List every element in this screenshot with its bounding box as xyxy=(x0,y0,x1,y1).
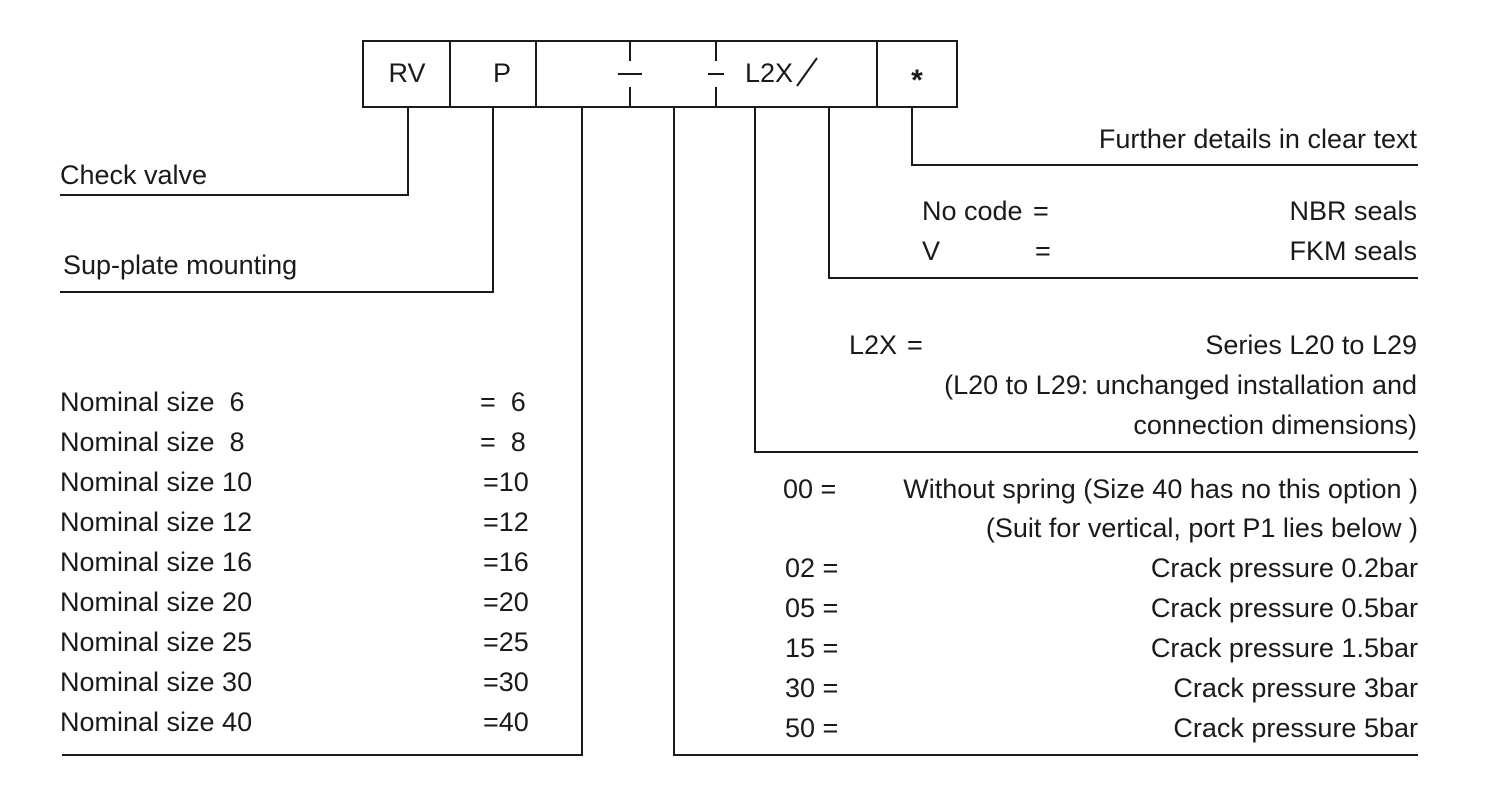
code-box-row: RV P L2X * xyxy=(362,40,958,108)
seal-eq: = xyxy=(1033,196,1049,226)
code-star: * xyxy=(911,64,923,97)
nominal-size-label: Nominal size 8 xyxy=(60,427,245,457)
nominal-size-label: Nominal size 16 xyxy=(60,547,252,577)
seal-value: FKM seals xyxy=(1289,236,1417,266)
code-box-outline xyxy=(362,40,958,108)
connector-further-details xyxy=(911,107,1418,166)
connector-series xyxy=(754,107,1418,453)
connector-lines xyxy=(60,107,1418,756)
code-rv: RV xyxy=(388,58,425,88)
nominal-size-code: = 6 xyxy=(480,387,526,417)
nominal-size-code: =10 xyxy=(483,467,529,497)
connector-check-valve xyxy=(60,107,409,196)
crack-code: 50 = xyxy=(785,713,838,743)
series-eq: = xyxy=(907,330,923,360)
check-valve-label: Check valve xyxy=(60,160,207,190)
connector-seals xyxy=(828,107,1418,279)
crack-value: Crack pressure 5bar xyxy=(1173,713,1418,743)
connector-mounting xyxy=(60,107,494,293)
connector-nominal-size xyxy=(62,107,583,756)
code-series: L2X xyxy=(745,58,793,88)
series-value: Series L20 to L29 xyxy=(1205,330,1417,360)
spring-note: (Suit for vertical, port P1 lies below ) xyxy=(986,513,1418,543)
nominal-size-label: Nominal size 12 xyxy=(60,507,252,537)
nominal-size-code: = 8 xyxy=(480,427,526,457)
seal-code: No code xyxy=(922,196,1023,226)
mounting-label: Sup-plate mounting xyxy=(63,250,297,280)
nominal-size-code: =12 xyxy=(483,507,529,537)
nominal-size-code: =16 xyxy=(483,547,529,577)
crack-value: Crack pressure 1.5bar xyxy=(1151,633,1418,663)
further-details-label: Further details in clear text xyxy=(1099,124,1418,154)
nominal-size-label: Nominal size 25 xyxy=(60,627,252,657)
seals-list: No code = NBR seals V = FKM seals xyxy=(922,196,1417,266)
nominal-size-label: Nominal size 10 xyxy=(60,467,252,497)
crack-code: 15 = xyxy=(785,633,838,663)
spring-code: 00 = xyxy=(783,474,836,504)
seal-eq: = xyxy=(1035,236,1051,266)
nominal-size-label: Nominal size 30 xyxy=(60,667,252,697)
nominal-size-code: =20 xyxy=(483,587,529,617)
series-note-line-2: connection dimensions) xyxy=(1133,410,1417,440)
nominal-size-label: Nominal size 20 xyxy=(60,587,252,617)
crack-code: 02 = xyxy=(785,553,838,583)
code-p: P xyxy=(493,58,511,88)
crack-code: 05 = xyxy=(785,593,838,623)
crack-value: Crack pressure 0.2bar xyxy=(1151,553,1418,583)
nominal-size-label: Nominal size 6 xyxy=(60,387,245,417)
seal-code: V xyxy=(922,236,940,266)
nominal-size-code: =25 xyxy=(483,627,529,657)
series-code: L2X xyxy=(849,330,897,360)
connector-spring xyxy=(673,107,1418,756)
crack-value: Crack pressure 0.5bar xyxy=(1151,593,1418,623)
nominal-size-code: =40 xyxy=(483,707,529,737)
series-block: L2X = Series L20 to L29 (L20 to L29: unc… xyxy=(849,330,1417,440)
seal-value: NBR seals xyxy=(1289,196,1417,226)
crack-code: 30 = xyxy=(785,673,838,703)
crack-value: Crack pressure 3bar xyxy=(1173,673,1418,703)
series-note-line-1: (L20 to L29: unchanged installation and xyxy=(944,370,1417,400)
nominal-size-list: Nominal size 6 = 6 Nominal size 8 = 8 No… xyxy=(60,387,529,737)
nominal-size-label: Nominal size 40 xyxy=(60,707,252,737)
slash-separator xyxy=(796,57,818,87)
spring-value: Without spring (Size 40 has no this opti… xyxy=(903,474,1418,504)
spring-options-list: 00 = Without spring (Size 40 has no this… xyxy=(783,474,1418,743)
nominal-size-code: =30 xyxy=(483,667,529,697)
